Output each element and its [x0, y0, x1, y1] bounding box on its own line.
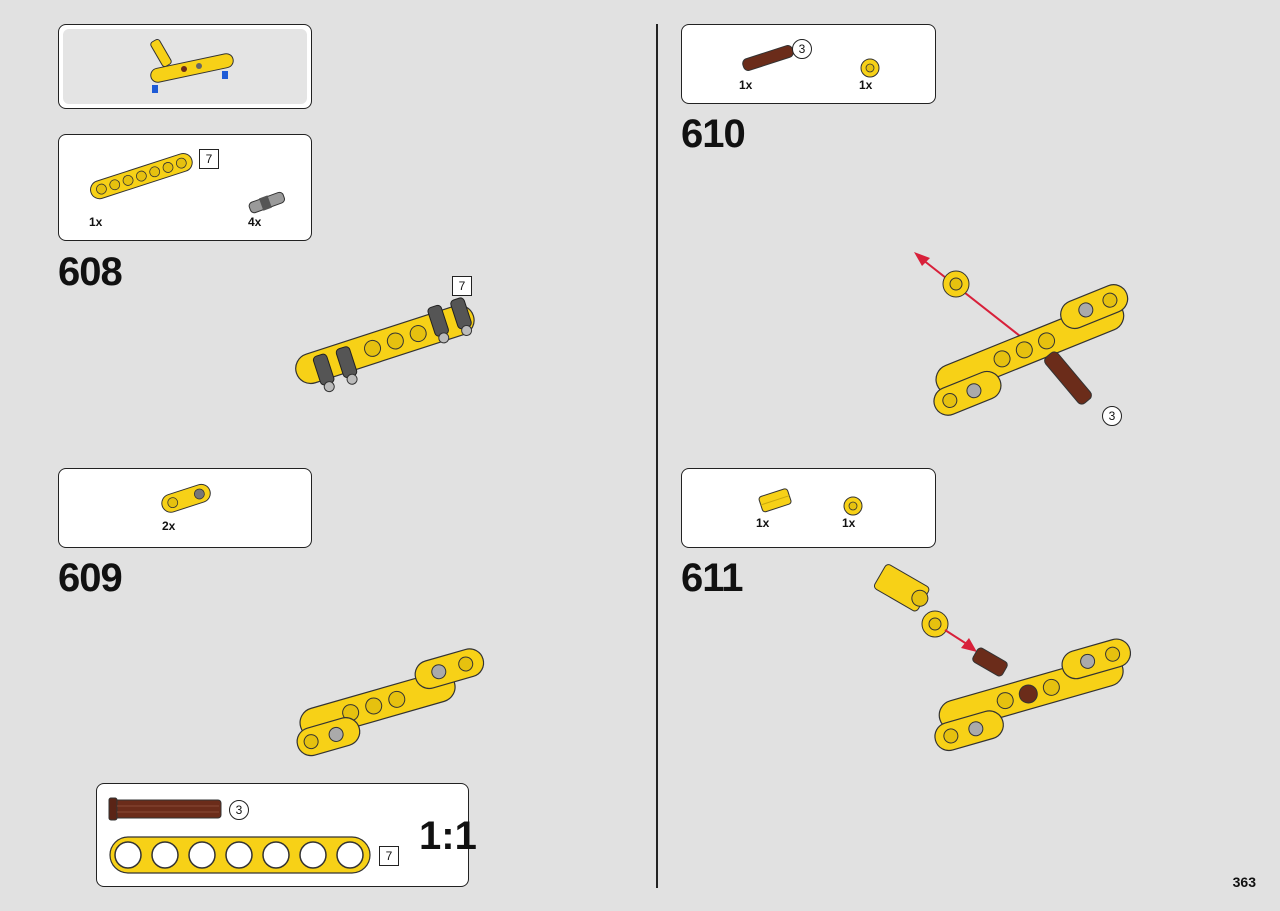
scale-reference-box: 3 7 1:1: [96, 783, 477, 887]
step-608-number: 608: [58, 250, 123, 294]
pin-part-image: [248, 191, 285, 214]
beam-length-label: 7: [199, 149, 219, 169]
scale-beam-length-label: 7: [379, 846, 399, 866]
model-610-axle-label: 3: [1102, 406, 1122, 426]
axle-connector-quantity: 1x: [756, 516, 770, 530]
subassembly-preview-image: [150, 38, 234, 93]
axle-length-label: 3: [792, 39, 812, 59]
step-610-number: 610: [681, 112, 746, 156]
page-number: 363: [1232, 874, 1256, 890]
step-609-number: 609: [58, 556, 123, 600]
scale-axle-length-label: 3: [229, 800, 249, 820]
page-divider: [656, 24, 658, 888]
beam-quantity: 1x: [89, 215, 103, 229]
axle-connector-part-image: [758, 488, 792, 513]
beam-7-part-image: [90, 153, 193, 200]
connector-part-image: [161, 483, 211, 513]
connector-quantity: 2x: [162, 519, 176, 533]
step-611-model-image: [873, 564, 1132, 752]
step-608-parts-callout: 7 1x 4x: [58, 134, 312, 241]
axle-3-scale-image: [108, 797, 222, 821]
step-609-model-image: [296, 648, 485, 757]
beam-7-scale-image: [109, 836, 371, 874]
bush-part-image-611: [843, 496, 863, 516]
step-610-parts-callout: 3 1x 1x: [681, 24, 936, 104]
bush-part-image: [860, 58, 880, 78]
axle-3-part-image: [742, 45, 794, 71]
step-611-number: 611: [681, 556, 744, 600]
bush-quantity-611: 1x: [842, 516, 856, 530]
scale-ratio: 1:1: [419, 814, 477, 858]
subassembly-preview-box: [58, 24, 312, 109]
pin-quantity: 4x: [248, 215, 262, 229]
model-608-beam-label: 7: [452, 276, 472, 296]
step-610-model-image: [914, 252, 1129, 416]
bush-quantity: 1x: [859, 78, 873, 92]
step-611-parts-callout: 1x 1x: [681, 468, 936, 548]
step-608-model-image: [295, 297, 475, 393]
step-609-parts-callout: 2x: [58, 468, 312, 548]
axle-quantity: 1x: [739, 78, 753, 92]
